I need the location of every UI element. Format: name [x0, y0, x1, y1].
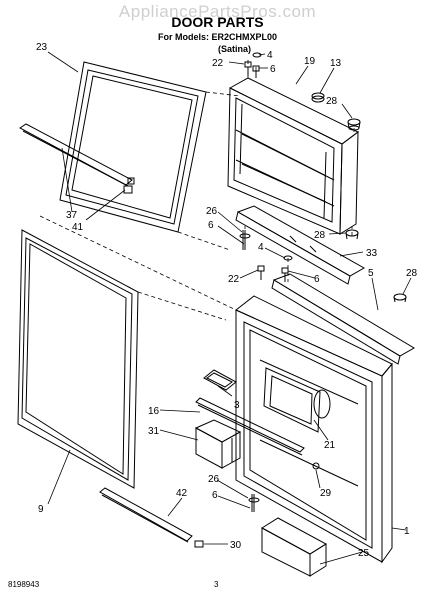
model-variant: (Satina) — [218, 44, 252, 54]
part-37-breaker-strip — [19, 123, 133, 187]
page-number: 3 — [214, 580, 219, 589]
callout-26b: 26 — [208, 474, 220, 485]
document-number: 8198943 — [8, 580, 40, 589]
part-42-breaker-strip — [99, 487, 193, 543]
callout-4a: 4 — [267, 50, 273, 61]
part-29-screw — [312, 462, 320, 470]
part-9-fresh-food-gasket — [17, 229, 139, 489]
callout-6d: 6 — [212, 490, 218, 501]
part-16-shelf-bar — [195, 397, 305, 456]
callout-9: 9 — [38, 504, 44, 515]
callout-4b: 4 — [258, 242, 264, 253]
callout-28c: 28 — [406, 268, 418, 279]
part-28-cap-right — [393, 293, 407, 303]
callout-42: 42 — [176, 488, 188, 499]
page-title: DOOR PARTS — [171, 14, 264, 30]
callout-13: 13 — [330, 58, 342, 69]
part-13-plug — [311, 92, 325, 103]
callout-19: 19 — [304, 56, 316, 67]
watermark: AppliancePartsPros.com — [118, 2, 317, 21]
callout-31: 31 — [148, 426, 160, 437]
model-subtitle: For Models: ER2CHMXPL00 — [157, 32, 278, 42]
callout-1: 1 — [404, 526, 410, 537]
part-31-dairy-bin — [194, 419, 242, 469]
callout-28a: 28 — [326, 96, 338, 107]
callout-5: 5 — [368, 268, 374, 279]
part-22-screw-mid — [257, 265, 265, 280]
callout-28b: 28 — [314, 230, 326, 241]
callout-3: 3 — [234, 400, 240, 411]
callout-37: 37 — [66, 210, 78, 221]
part-23-freezer-gasket — [59, 61, 207, 233]
callout-33: 33 — [366, 248, 378, 259]
callout-41: 41 — [72, 222, 84, 233]
part-25-door-bin — [261, 517, 327, 577]
part-21-dispenser-housing — [263, 367, 331, 433]
part-19-freezer-door — [227, 77, 359, 235]
callout-6a: 6 — [270, 64, 276, 75]
callout-22b: 22 — [228, 274, 240, 285]
callout-29: 29 — [320, 488, 332, 499]
part-6-screw-mid — [281, 267, 289, 282]
callout-6b: 6 — [208, 220, 214, 231]
part-33-handle-bar — [235, 205, 366, 285]
leader-lines — [47, 51, 412, 565]
callout-16: 16 — [148, 406, 160, 417]
part-5-top-trim — [271, 273, 415, 365]
part-1-fresh-food-door — [235, 295, 393, 564]
callout-30: 30 — [230, 540, 242, 551]
callout-26a: 26 — [206, 206, 218, 217]
callout-6c: 6 — [314, 274, 320, 285]
callout-22a: 22 — [212, 58, 224, 69]
alignment-lines — [39, 60, 355, 512]
callout-25: 25 — [358, 548, 370, 559]
callout-21: 21 — [324, 440, 336, 451]
callout-labels: 23 22 4 6 19 13 28 37 41 26 6 28 4 33 22… — [36, 42, 418, 559]
part-30-clip — [194, 540, 204, 548]
part-41-clip — [123, 177, 135, 194]
callout-23: 23 — [36, 42, 48, 53]
